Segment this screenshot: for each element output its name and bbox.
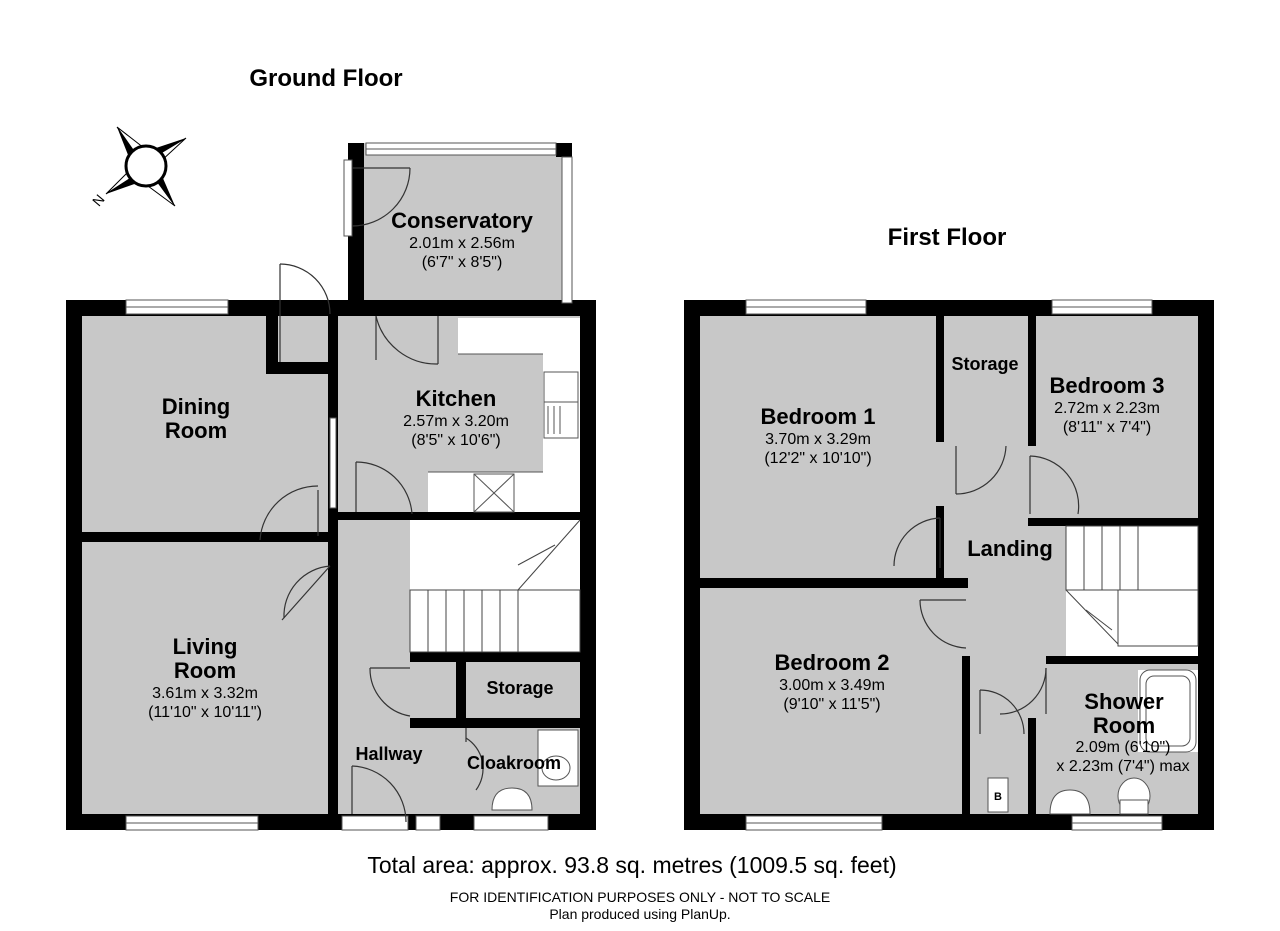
- landing-name: Landing: [967, 536, 1053, 561]
- living-room-metric: 3.61m x 3.32m: [152, 685, 258, 702]
- conservatory-name: Conservatory: [391, 208, 534, 233]
- compass-north-label: N: [89, 191, 108, 209]
- dining-room-name-line2: Room: [165, 418, 227, 443]
- living-room-name-line2: Room: [174, 658, 236, 683]
- total-area: Total area: approx. 93.8 sq. metres (100…: [367, 852, 896, 878]
- boiler-label: B: [994, 791, 1002, 803]
- shower-room-dim-line1: 2.09m (6'10"): [1076, 739, 1171, 756]
- ground-floor-title: Ground Floor: [249, 65, 402, 92]
- cloakroom-name: Cloakroom: [467, 753, 561, 773]
- bedroom3-name: Bedroom 3: [1050, 373, 1165, 398]
- bedroom1-metric: 3.70m x 3.29m: [765, 431, 871, 448]
- credit: Plan produced using PlanUp.: [549, 906, 730, 922]
- kitchen-imperial: (8'5" x 10'6"): [411, 432, 501, 449]
- living-room-name-line1: Living: [173, 634, 238, 659]
- ff-storage-name: Storage: [951, 354, 1018, 374]
- bedroom2-name: Bedroom 2: [775, 650, 890, 675]
- hallway-name: Hallway: [355, 744, 422, 764]
- conservatory-imperial: (6'7" x 8'5"): [422, 254, 503, 271]
- disclaimer: FOR IDENTIFICATION PURPOSES ONLY - NOT T…: [450, 889, 830, 905]
- ground-floor-plan: Ground Floor Conservatory 2.01m x 2.56m …: [66, 65, 596, 831]
- first-floor-plan: First Floor Bedroom 1 3.70m x 3.29m (12'…: [684, 224, 1214, 831]
- bedroom1-imperial: (12'2" x 10'10"): [764, 450, 871, 467]
- living-room-imperial: (11'10" x 10'11"): [148, 704, 262, 721]
- gf-storage-name: Storage: [486, 678, 553, 698]
- bedroom1-name: Bedroom 1: [761, 404, 876, 429]
- shower-room-dim-line2: x 2.23m (7'4") max: [1056, 758, 1189, 775]
- kitchen-metric: 2.57m x 3.20m: [403, 413, 509, 430]
- shower-room-name-line2: Room: [1093, 713, 1155, 738]
- bedroom3-imperial: (8'11" x 7'4"): [1063, 419, 1151, 436]
- bedroom3-metric: 2.72m x 2.23m: [1054, 400, 1160, 417]
- shower-room-name-line1: Shower: [1084, 689, 1164, 714]
- bedroom2-metric: 3.00m x 3.49m: [779, 677, 885, 694]
- dining-room-name-line1: Dining: [162, 394, 230, 419]
- footer: Total area: approx. 93.8 sq. metres (100…: [367, 852, 896, 922]
- compass-rose: N: [89, 126, 187, 209]
- kitchen-name: Kitchen: [416, 386, 497, 411]
- first-floor-title: First Floor: [888, 224, 1007, 251]
- bedroom2-imperial: (9'10" x 11'5"): [783, 696, 880, 713]
- conservatory-metric: 2.01m x 2.56m: [409, 235, 515, 252]
